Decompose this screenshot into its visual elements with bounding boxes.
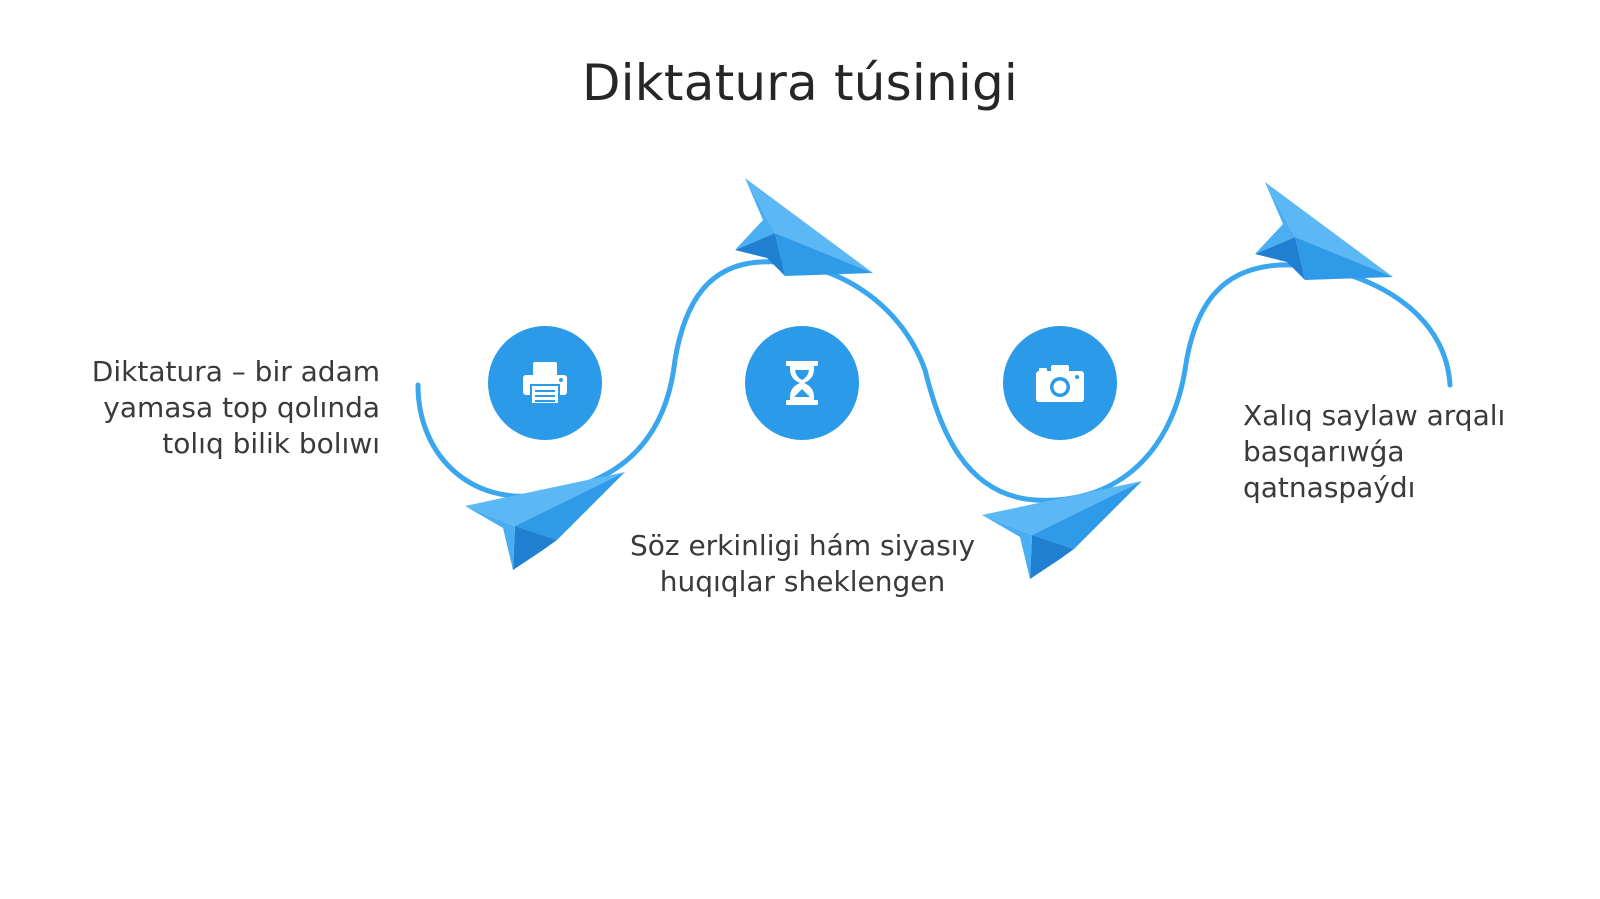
- camera-icon: [1036, 365, 1084, 402]
- slide-title: Diktatura túsinigi: [581, 54, 1019, 112]
- paper-plane-icon: [735, 178, 873, 276]
- paper-plane-icon: [465, 472, 625, 570]
- step-1-caption: Diktatura – bir adam yamasa top qolında …: [91, 355, 380, 460]
- step-2-caption: Söz erkinligi hám siyasıy huqıqlar shekl…: [629, 529, 976, 598]
- step-3-circle: [1003, 326, 1117, 440]
- step-1-circle: [488, 326, 602, 440]
- paper-plane-icon: [982, 481, 1142, 579]
- hourglass-icon: [786, 361, 818, 405]
- printer-icon: [523, 362, 567, 405]
- step-3-caption: Xalıq saylaw arqalı basqarıwǵa qatnaspaý…: [1243, 399, 1506, 504]
- paper-plane-icon: [1255, 182, 1393, 280]
- step-2-circle: [745, 326, 859, 440]
